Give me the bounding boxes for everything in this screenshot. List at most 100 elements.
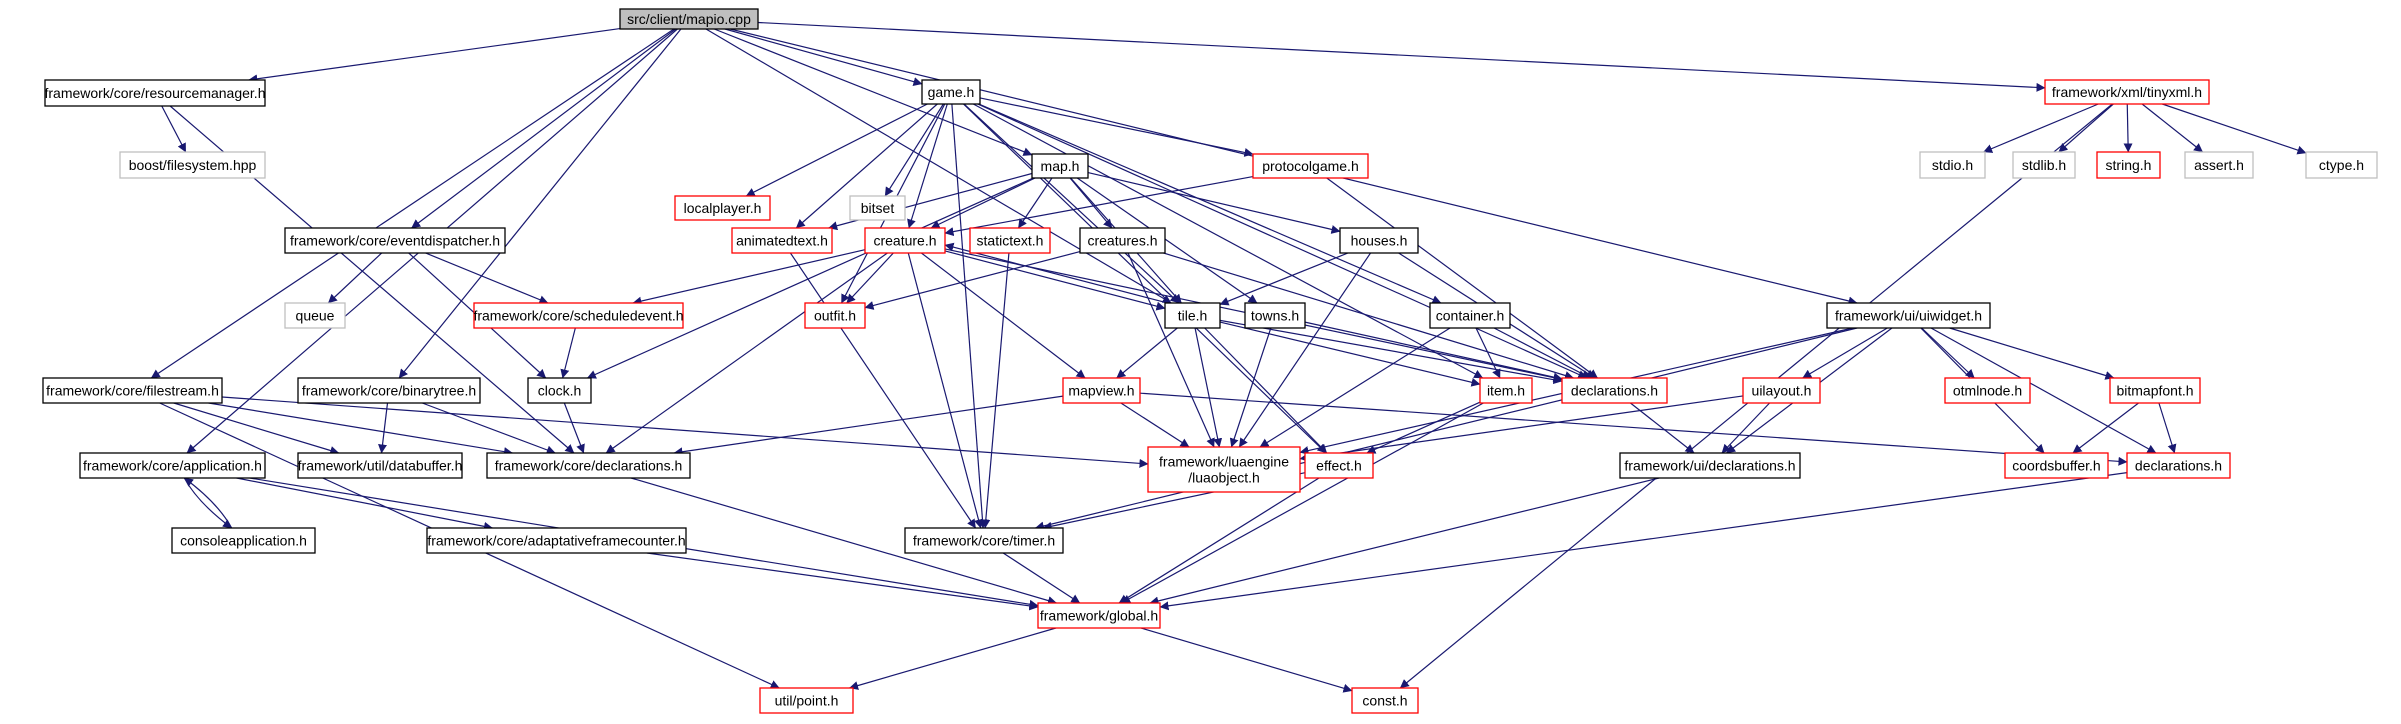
node-global[interactable]: framework/global.h bbox=[1037, 602, 1161, 629]
node-label: ctype.h bbox=[2319, 157, 2364, 173]
node-queue[interactable]: queue bbox=[284, 302, 346, 329]
node-label-line: const.h bbox=[1362, 693, 1407, 709]
node-databuffer[interactable]: framework/util/databuffer.h bbox=[297, 452, 463, 479]
node-declarations2[interactable]: declarations.h bbox=[2126, 452, 2231, 479]
node-label: queue bbox=[296, 308, 335, 324]
node-creatures[interactable]: creatures.h bbox=[1079, 227, 1166, 254]
edge-creatures-to-declarations bbox=[1163, 252, 1574, 380]
node-animatedtext[interactable]: animatedtext.h bbox=[731, 227, 833, 254]
node-label-line: localplayer.h bbox=[684, 200, 762, 216]
node-mapview[interactable]: mapview.h bbox=[1062, 377, 1141, 404]
edge-mapsrc-to-creature bbox=[930, 177, 1036, 229]
node-box bbox=[804, 302, 866, 329]
node-coredecl[interactable]: framework/core/declarations.h bbox=[486, 452, 691, 479]
node-label-line: ctype.h bbox=[2319, 157, 2364, 173]
node-ctype[interactable]: ctype.h bbox=[2305, 151, 2378, 179]
node-eventdispatcher[interactable]: framework/core/eventdispatcher.h bbox=[284, 227, 506, 254]
node-boostfs[interactable]: boost/filesystem.hpp bbox=[119, 151, 266, 179]
node-tinyxml[interactable]: framework/xml/tinyxml.h bbox=[2044, 79, 2210, 105]
node-uilayout[interactable]: uilayout.h bbox=[1742, 377, 1821, 404]
node-coordsbuffer[interactable]: coordsbuffer.h bbox=[2004, 452, 2109, 479]
node-label: framework/ui/uiwidget.h bbox=[1835, 308, 1982, 324]
node-label-line: map.h bbox=[1041, 158, 1080, 174]
node-mapsrc[interactable]: map.h bbox=[1031, 153, 1089, 179]
edge-adaptivefc-to-global bbox=[646, 552, 1039, 611]
node-label: assert.h bbox=[2194, 157, 2244, 173]
node-stringh[interactable]: string.h bbox=[2096, 151, 2161, 179]
node-declarations[interactable]: declarations.h bbox=[1561, 377, 1668, 404]
node-consth[interactable]: const.h bbox=[1351, 687, 1419, 714]
node-label-line: framework/luaengine bbox=[1159, 454, 1289, 470]
node-label: consoleapplication.h bbox=[180, 533, 307, 549]
node-clock[interactable]: clock.h bbox=[527, 377, 592, 404]
edge-protocolgame-to-creature bbox=[944, 175, 1254, 237]
edge-item-to-global bbox=[1121, 402, 1484, 604]
node-label-line: framework/global.h bbox=[1040, 608, 1158, 624]
edge-creature-to-scheduledevent bbox=[632, 249, 866, 306]
edge-tile-to-creature bbox=[944, 242, 1166, 303]
node-label: localplayer.h bbox=[684, 200, 762, 216]
node-box bbox=[2184, 151, 2254, 179]
node-application[interactable]: framework/core/application.h bbox=[79, 452, 266, 479]
node-mapio[interactable]: src/client/mapio.cpp bbox=[619, 8, 759, 30]
node-filestream[interactable]: framework/core/filestream.h bbox=[42, 377, 223, 404]
node-scheduledevent[interactable]: framework/core/scheduledevent.h bbox=[473, 302, 684, 329]
node-effect[interactable]: effect.h bbox=[1304, 452, 1374, 479]
node-stdio[interactable]: stdio.h bbox=[1919, 151, 1986, 179]
node-label: statictext.h bbox=[977, 233, 1044, 249]
edge-application-to-adaptivefc bbox=[236, 477, 493, 531]
node-box bbox=[1304, 452, 1374, 479]
node-label: declarations.h bbox=[2135, 458, 2222, 474]
node-label-line: string.h bbox=[2106, 157, 2152, 173]
edge-game-to-protocolgame bbox=[979, 97, 1254, 157]
edge-tile-to-effect bbox=[1204, 327, 1328, 454]
node-resourcemanager[interactable]: framework/core/resourcemanager.h bbox=[44, 79, 266, 107]
node-asserth[interactable]: assert.h bbox=[2184, 151, 2254, 179]
node-container[interactable]: container.h bbox=[1429, 302, 1511, 329]
node-box bbox=[1031, 153, 1089, 179]
node-box bbox=[2096, 151, 2161, 179]
edge-game-to-container bbox=[978, 103, 1442, 304]
node-protocolgame[interactable]: protocolgame.h bbox=[1252, 153, 1369, 179]
edge-creatures-to-luaobject bbox=[1127, 252, 1215, 448]
edge-tile-to-mapview bbox=[1116, 327, 1178, 379]
node-point[interactable]: util/point.h bbox=[759, 687, 854, 714]
node-box bbox=[44, 79, 266, 107]
node-uidecl[interactable]: framework/ui/declarations.h bbox=[1619, 452, 1801, 479]
node-luaobject[interactable]: framework/luaengine/luaobject.h bbox=[1147, 446, 1301, 493]
node-item[interactable]: item.h bbox=[1479, 377, 1533, 404]
node-label: framework/core/timer.h bbox=[913, 533, 1055, 549]
node-uiwidget[interactable]: framework/ui/uiwidget.h bbox=[1826, 302, 1991, 329]
node-towns[interactable]: towns.h bbox=[1244, 302, 1306, 329]
node-adaptivefc[interactable]: framework/core/adaptativeframecounter.h bbox=[426, 527, 687, 554]
node-outfit[interactable]: outfit.h bbox=[804, 302, 866, 329]
node-tile[interactable]: tile.h bbox=[1164, 302, 1221, 329]
edge-binarytree-to-coredecl bbox=[422, 402, 556, 455]
node-box bbox=[2305, 151, 2378, 179]
node-label: bitmapfont.h bbox=[2116, 383, 2193, 399]
node-houses[interactable]: houses.h bbox=[1339, 227, 1419, 254]
node-box bbox=[1339, 227, 1419, 254]
node-timer[interactable]: framework/core/timer.h bbox=[904, 527, 1064, 554]
edge-global-to-consth bbox=[1140, 627, 1353, 693]
node-label-line: /luaobject.h bbox=[1188, 470, 1260, 486]
node-bitset[interactable]: bitset bbox=[849, 195, 906, 221]
node-localplayer[interactable]: localplayer.h bbox=[674, 195, 771, 221]
node-label-line: framework/core/declarations.h bbox=[495, 458, 683, 474]
node-label-line: creatures.h bbox=[1087, 233, 1157, 249]
node-label-line: tile.h bbox=[1178, 308, 1208, 324]
node-bitmapfont[interactable]: bitmapfont.h bbox=[2109, 377, 2201, 404]
edge-towns-to-luaobject bbox=[1229, 327, 1272, 448]
node-binarytree[interactable]: framework/core/binarytree.h bbox=[297, 377, 481, 404]
node-creature[interactable]: creature.h bbox=[864, 227, 946, 254]
node-otmlnode[interactable]: otmlnode.h bbox=[1944, 377, 2031, 404]
node-label: framework/core/binarytree.h bbox=[302, 383, 476, 399]
node-box bbox=[1742, 377, 1821, 404]
node-stdlib[interactable]: stdlib.h bbox=[2012, 151, 2076, 179]
node-consoleapp[interactable]: consoleapplication.h bbox=[171, 527, 316, 554]
node-box bbox=[864, 227, 946, 254]
node-label: stdlib.h bbox=[2022, 157, 2066, 173]
node-statictext[interactable]: statictext.h bbox=[969, 227, 1051, 254]
node-game[interactable]: game.h bbox=[921, 79, 981, 105]
edge-container-to-declarations bbox=[1493, 327, 1591, 379]
